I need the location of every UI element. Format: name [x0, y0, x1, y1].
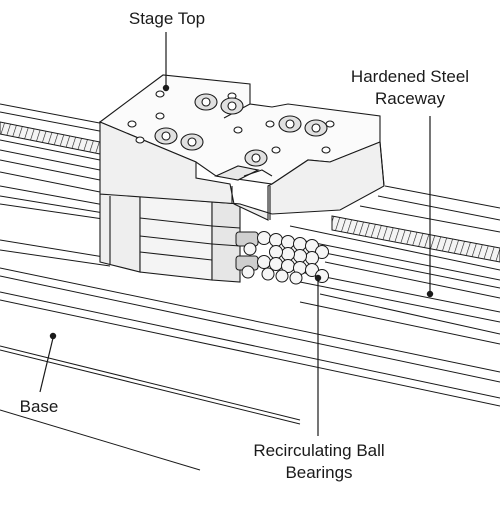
raceway-pointer-dot [427, 291, 432, 296]
label-balls-line1: Recirculating Ball [230, 440, 408, 462]
base-pointer-dot [50, 333, 55, 338]
label-base: Base [8, 396, 70, 418]
label-stage-top: Stage Top [108, 8, 226, 30]
carriage-block [100, 194, 240, 282]
label-raceway-line1: Hardened Steel [332, 66, 488, 88]
rail-back [0, 104, 110, 266]
label-stage-top-text: Stage Top [129, 9, 205, 28]
label-base-text: Base [20, 397, 59, 416]
balls-pointer-dot [315, 275, 320, 280]
label-raceway-line2: Raceway [332, 88, 488, 110]
label-hardened-steel-raceway: Hardened Steel Raceway [332, 66, 488, 110]
ball-bearings [236, 232, 329, 285]
label-balls-line2: Bearings [230, 462, 408, 484]
stage-top-pointer-dot [163, 85, 168, 90]
label-recirculating-ball-bearings: Recirculating Ball Bearings [230, 440, 408, 484]
